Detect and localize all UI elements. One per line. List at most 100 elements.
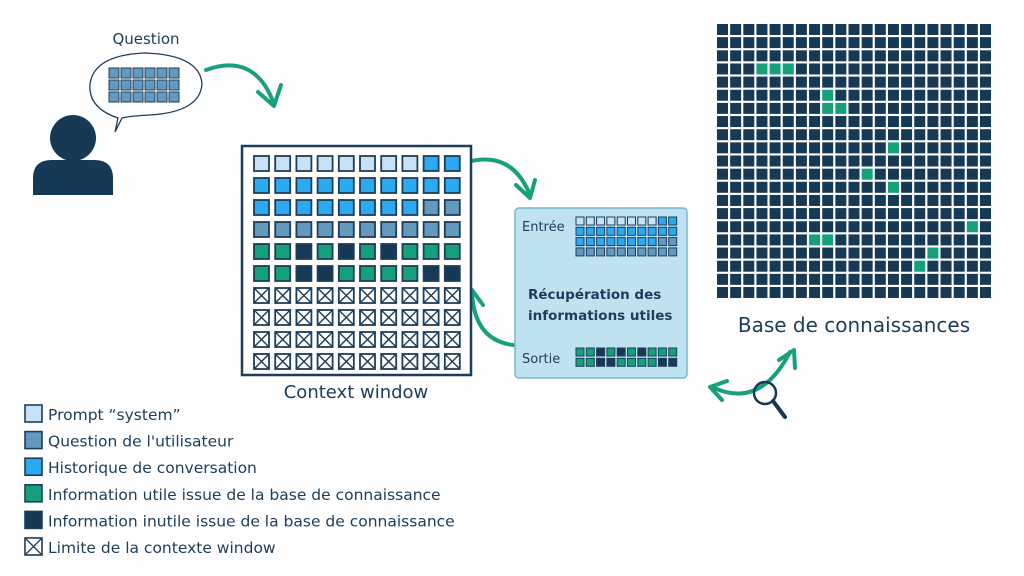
knowledge-cell	[730, 287, 742, 298]
knowledge-cell	[769, 50, 781, 62]
knowledge-cell	[980, 287, 991, 298]
knowledge-cell	[874, 76, 886, 88]
useful-knowledge-cell	[809, 234, 821, 246]
useful-knowledge-cell	[835, 102, 847, 114]
cross-mark	[423, 331, 440, 348]
knowledge-cell	[717, 37, 728, 49]
knowledge-cell	[822, 208, 834, 220]
knowledge-cell	[848, 50, 860, 62]
cross-mark	[444, 287, 461, 304]
knowledge-cell	[756, 194, 768, 206]
knowledge-cell	[717, 89, 728, 101]
useful-info-cell	[359, 265, 376, 282]
cross-mark	[380, 353, 397, 370]
knowledge-cell	[717, 102, 728, 114]
retrieval-output-grid	[575, 347, 678, 367]
knowledge-cell	[940, 168, 952, 180]
knowledge-cell	[822, 50, 834, 62]
knowledge-cell	[756, 102, 768, 114]
knowledge-cell	[809, 102, 821, 114]
knowledge-cell	[901, 24, 913, 35]
history-cell	[422, 155, 440, 172]
history-cell	[606, 226, 616, 236]
knowledge-cell	[861, 181, 873, 193]
user-question-cell	[596, 247, 606, 257]
knowledge-cell	[966, 247, 978, 259]
history-cell	[337, 199, 355, 216]
knowledge-cell	[795, 208, 807, 220]
user-question-cell	[422, 199, 440, 216]
useful-info-cell	[253, 265, 270, 282]
knowledge-cell	[743, 208, 755, 220]
knowledge-cell	[795, 63, 807, 75]
knowledge-cell	[717, 221, 728, 233]
cross-mark	[274, 353, 291, 370]
history-cell	[616, 237, 626, 247]
knowledge-cell	[874, 181, 886, 193]
knowledge-cell	[756, 89, 768, 101]
knowledge-cell	[914, 247, 926, 259]
knowledge-cell	[743, 287, 755, 298]
knowledge-cell	[769, 273, 781, 285]
knowledge-cell	[795, 221, 807, 233]
useless-info-cell	[24, 510, 43, 530]
knowledge-cell	[966, 287, 978, 298]
knowledge-cell	[782, 273, 794, 285]
knowledge-cell	[835, 24, 847, 35]
knowledge-cell	[953, 208, 965, 220]
knowledge-cell	[756, 273, 768, 285]
knowledge-cell	[874, 155, 886, 167]
knowledge-cell	[743, 273, 755, 285]
knowledge-cell	[782, 37, 794, 49]
legend-label: Question de l'utilisateur	[48, 433, 234, 451]
user-question-cell	[668, 237, 678, 247]
knowledge-cell	[835, 155, 847, 167]
user-question-cell	[359, 221, 376, 238]
knowledge-cell	[901, 76, 913, 88]
knowledge-cell	[914, 181, 926, 193]
knowledge-cell	[940, 37, 952, 49]
history-cell	[401, 177, 419, 194]
knowledge-cell	[822, 155, 834, 167]
knowledge-cell	[769, 24, 781, 35]
system-prompt-cell	[274, 155, 292, 172]
useless-info-cell	[443, 265, 461, 282]
knowledge-cell	[743, 76, 755, 88]
knowledge-cell	[848, 168, 860, 180]
knowledge-cell	[717, 50, 728, 62]
cross-mark	[295, 353, 312, 370]
cross-mark	[253, 287, 270, 304]
knowledge-cell	[769, 76, 781, 88]
system-prompt-cell	[585, 216, 595, 226]
knowledge-cell	[835, 273, 847, 285]
knowledge-cell	[901, 273, 913, 285]
useful-info-cell	[422, 243, 440, 260]
user-question-cell	[132, 79, 144, 91]
knowledge-cell	[953, 287, 965, 298]
useless-info-cell	[316, 265, 334, 282]
knowledge-cell	[756, 50, 768, 62]
knowledge-cell	[966, 129, 978, 141]
knowledge-cell	[914, 208, 926, 220]
knowledge-cell	[743, 142, 755, 154]
legend-label: Limite de la contexte window	[48, 539, 276, 557]
knowledge-cell	[795, 260, 807, 272]
useless-info-cell	[606, 357, 616, 367]
useless-info-cell	[295, 243, 313, 260]
knowledge-cell	[822, 168, 834, 180]
knowledge-cell	[927, 181, 939, 193]
user-question-cell	[24, 430, 43, 450]
cross-mark	[317, 287, 334, 304]
knowledge-cell	[980, 142, 991, 154]
knowledge-cell	[795, 168, 807, 180]
knowledge-cell	[901, 221, 913, 233]
knowledge-cell	[795, 24, 807, 35]
knowledge-cell	[756, 155, 768, 167]
knowledge-cell	[927, 102, 939, 114]
knowledge-cell	[835, 234, 847, 246]
knowledge-cell	[730, 260, 742, 272]
knowledge-cell	[887, 116, 899, 128]
history-cell	[274, 177, 292, 194]
knowledge-cell	[953, 273, 965, 285]
knowledge-cell	[848, 89, 860, 101]
